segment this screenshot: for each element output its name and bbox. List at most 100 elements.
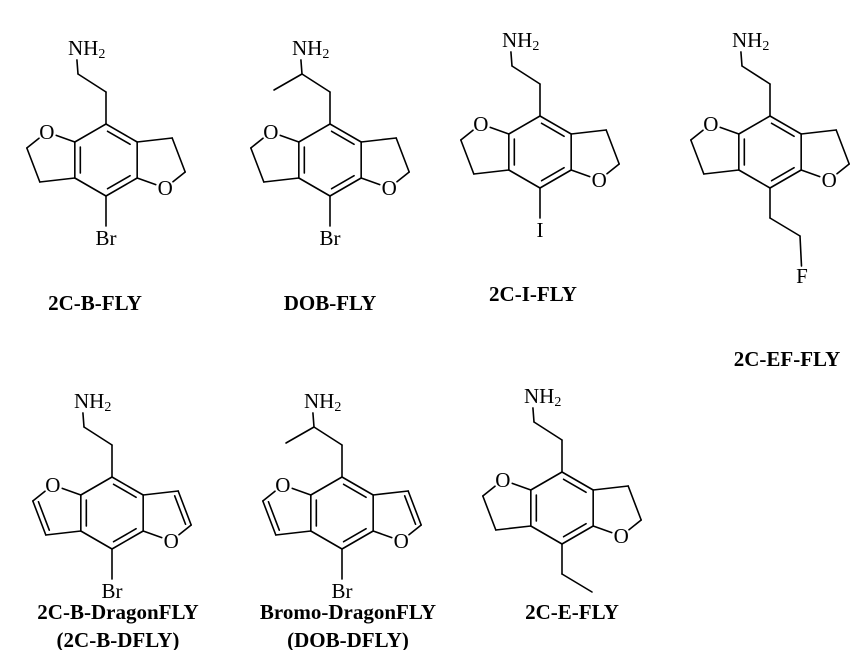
oxygen-atom-label: O (495, 468, 510, 492)
ring-bond (561, 525, 594, 545)
furan-bond (250, 147, 265, 183)
ring-double-bond (770, 166, 795, 182)
furan-bond (136, 177, 157, 186)
furan-bond (570, 169, 591, 178)
ring-bond (329, 123, 362, 143)
ring-bond (530, 525, 563, 545)
oxygen-atom-label: O (39, 120, 54, 144)
furan-bond (26, 137, 40, 149)
ring-bond (508, 115, 541, 135)
oxygen-atom-label: O (45, 473, 60, 497)
amine-label: NH2 (502, 28, 539, 54)
amine-label: NH2 (732, 28, 769, 54)
furan-bond (628, 519, 642, 531)
furan-bond (172, 171, 186, 183)
furan-bond (627, 485, 642, 521)
methyl-bond (273, 73, 303, 91)
methyl-bond (285, 426, 315, 444)
furan-double-bond (173, 495, 187, 526)
furan-bond (360, 137, 397, 143)
ring-bond (738, 115, 771, 135)
ring-double-bond (112, 527, 137, 543)
furan-bond (800, 169, 821, 178)
furan-double-bond (403, 495, 417, 526)
ring-double-bond (330, 130, 355, 146)
compound-name: 2C-EF-FLY (734, 347, 841, 371)
ring-bond (80, 530, 113, 550)
compound-name: 2C-I-FLY (489, 282, 577, 306)
furan-bond (495, 525, 532, 531)
amine-label: NH2 (304, 389, 341, 415)
furan-bond (690, 139, 705, 175)
ring-double-bond (540, 122, 565, 138)
furan-bond (262, 500, 277, 536)
ring-bond (298, 177, 331, 197)
substituent-bond (561, 573, 593, 593)
ring-double-bond (342, 527, 367, 543)
furan-bond (55, 134, 76, 143)
ring-double-bond (562, 478, 587, 494)
substituent-bond (769, 217, 801, 237)
furan-bond (262, 490, 276, 502)
amine-label: NH2 (74, 389, 111, 415)
ring-bond (341, 530, 374, 550)
chain-bond (300, 59, 303, 75)
chain-bond (510, 51, 513, 67)
chain-bond (532, 407, 535, 423)
ring-double-bond (342, 483, 367, 499)
ring-double-bond (106, 174, 131, 190)
amine-label: NH2 (292, 36, 329, 62)
furan-bond (835, 129, 850, 165)
furan-bond (32, 500, 47, 536)
furan-bond (32, 490, 46, 502)
chain-bond (301, 73, 331, 93)
amine-label: NH2 (68, 36, 105, 62)
furan-double-bond (267, 500, 281, 531)
furan-bond (45, 530, 82, 536)
furan-bond (489, 126, 510, 135)
furan-bond (460, 139, 475, 175)
chain-bond (533, 421, 563, 441)
ring-bond (539, 115, 572, 135)
chain-bond (741, 65, 771, 85)
compound-abbreviation: (2C-B-DFLY) (57, 628, 180, 650)
ring-double-bond (562, 522, 587, 538)
furan-bond (482, 495, 497, 531)
furan-bond (372, 490, 409, 496)
compound-name: 2C-E-FLY (525, 600, 619, 624)
furan-bond (592, 525, 613, 534)
chain-bond (313, 426, 343, 446)
ring-bond (341, 476, 374, 496)
ring-double-bond (540, 166, 565, 182)
oxygen-atom-label: O (382, 176, 397, 200)
furan-bond (26, 147, 41, 183)
compound-name: DOB-FLY (284, 291, 377, 315)
furan-bond (291, 487, 312, 496)
chain-bond (312, 412, 315, 428)
ring-double-bond (330, 174, 355, 190)
oxygen-atom-label: O (263, 120, 278, 144)
ring-bond (105, 123, 138, 143)
ring-bond (74, 123, 107, 143)
halogen-label: Br (102, 579, 123, 603)
oxygen-atom-label: O (592, 168, 607, 192)
ring-bond (74, 177, 107, 197)
ring-bond (561, 471, 594, 491)
furan-bond (606, 163, 620, 175)
amine-label: NH2 (524, 384, 561, 410)
furan-bond (592, 485, 629, 491)
furan-bond (605, 129, 620, 165)
chain-bond (82, 412, 85, 428)
furan-bond (372, 530, 393, 539)
furan-bond (279, 134, 300, 143)
oxygen-atom-label: O (164, 529, 179, 553)
substituent-bond (799, 235, 803, 267)
furan-bond (408, 524, 422, 536)
ring-bond (738, 169, 771, 189)
oxygen-atom-label: O (473, 112, 488, 136)
compound-name: 2C-B-FLY (48, 291, 142, 315)
